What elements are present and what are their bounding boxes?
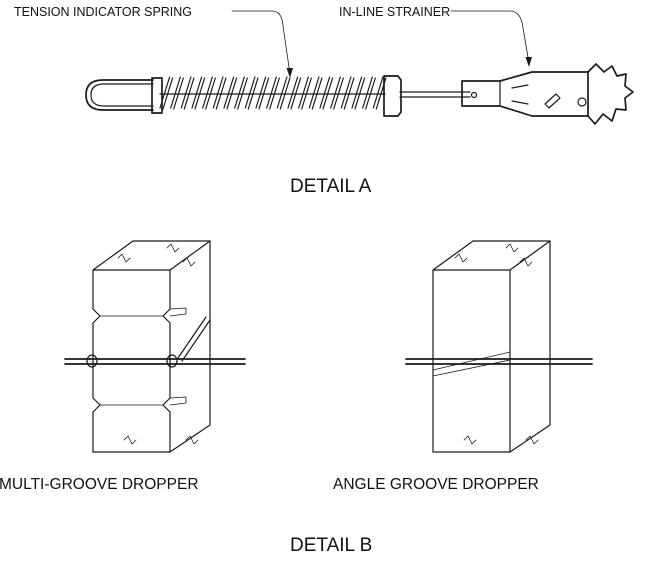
detail-a-title: DETAIL A <box>290 176 372 197</box>
angle-break-mark-3 <box>519 257 533 267</box>
multi-front-left-edge <box>92 269 101 453</box>
angle-top-face <box>432 240 551 271</box>
angle-groove <box>432 351 511 377</box>
angle-line-wire <box>405 358 593 365</box>
multi-break-mark-3 <box>182 257 196 267</box>
multi-tie-wire <box>177 316 211 362</box>
spring-coil <box>351 76 366 110</box>
multi-break-mark-5 <box>185 435 199 445</box>
angle-side-edge <box>509 240 551 453</box>
multi-wire-knot-right <box>166 354 178 368</box>
strainer-ratchet-gear <box>587 63 634 125</box>
multi-groove-dropper-label: MULTI-GROOVE DROPPER <box>0 476 199 493</box>
multi-groove-lines <box>99 315 164 406</box>
multi-top-face <box>92 240 211 271</box>
multi-break-mark-1 <box>117 253 131 263</box>
angle-break-mark-2 <box>505 243 519 253</box>
spring-cap-right <box>383 75 402 117</box>
angle-break-mark-1 <box>454 253 468 263</box>
strainer-slot-lines <box>511 84 529 105</box>
strainer-pin <box>470 91 478 99</box>
spring-coil <box>330 76 344 110</box>
spring-coil <box>319 76 334 110</box>
spring-coil <box>170 76 184 110</box>
spring-coil <box>362 76 376 110</box>
strainer-body <box>461 71 589 117</box>
strainer-leader-arrow <box>525 57 532 67</box>
spring-coil <box>244 76 259 110</box>
multi-break-mark-2 <box>166 243 180 253</box>
multi-break-mark-4 <box>123 435 137 445</box>
spring-leader-arrow <box>286 68 293 78</box>
spring-coil <box>191 76 206 110</box>
spring-coil <box>287 76 302 110</box>
spring-coil <box>212 76 227 110</box>
strainer-leader-line <box>450 10 530 64</box>
multi-groove-dropper <box>64 240 246 453</box>
multi-front-right-edge <box>162 269 171 453</box>
spring-leader-line <box>231 10 291 75</box>
multi-side-edge <box>169 240 211 453</box>
strainer-lever <box>544 93 561 109</box>
angle-groove-dropper-label: ANGLE GROOVE DROPPER <box>333 476 539 493</box>
multi-wire-knot-left <box>86 354 98 368</box>
spring-coil <box>234 76 248 110</box>
spring-coil <box>180 76 195 110</box>
in-line-strainer <box>461 63 634 125</box>
strainer-bolt <box>577 97 587 107</box>
spring-coil <box>255 76 270 110</box>
spring-cap-left <box>151 77 163 114</box>
multi-side-groove-2 <box>169 396 187 406</box>
angle-front-face <box>432 269 511 453</box>
spring-wire-loop-inner <box>90 83 154 107</box>
in-line-strainer-label: IN-LINE STRAINER <box>339 5 450 19</box>
spring-coil <box>223 76 238 110</box>
angle-break-mark-5 <box>525 435 539 445</box>
spring-coil <box>340 76 355 110</box>
spring-coil <box>276 76 291 110</box>
multi-line-wire <box>64 358 246 365</box>
spring-coil <box>298 76 312 110</box>
spring-label-group: TENSION INDICATOR SPRING <box>14 5 293 78</box>
spring-coil <box>202 76 216 110</box>
spring-coil <box>266 76 280 110</box>
tension-indicator-spring-label: TENSION INDICATOR SPRING <box>14 5 192 19</box>
angle-groove-dropper <box>405 240 593 453</box>
strainer-label-group: IN-LINE STRAINER <box>339 5 532 67</box>
spring-coils <box>159 76 387 110</box>
tension-indicator-spring <box>85 75 471 117</box>
multi-side-groove-1 <box>169 307 187 317</box>
angle-break-mark-4 <box>463 435 477 445</box>
spring-coil <box>308 76 323 110</box>
detail-b-title: DETAIL B <box>290 535 372 556</box>
spring-wire-loop <box>85 79 154 111</box>
